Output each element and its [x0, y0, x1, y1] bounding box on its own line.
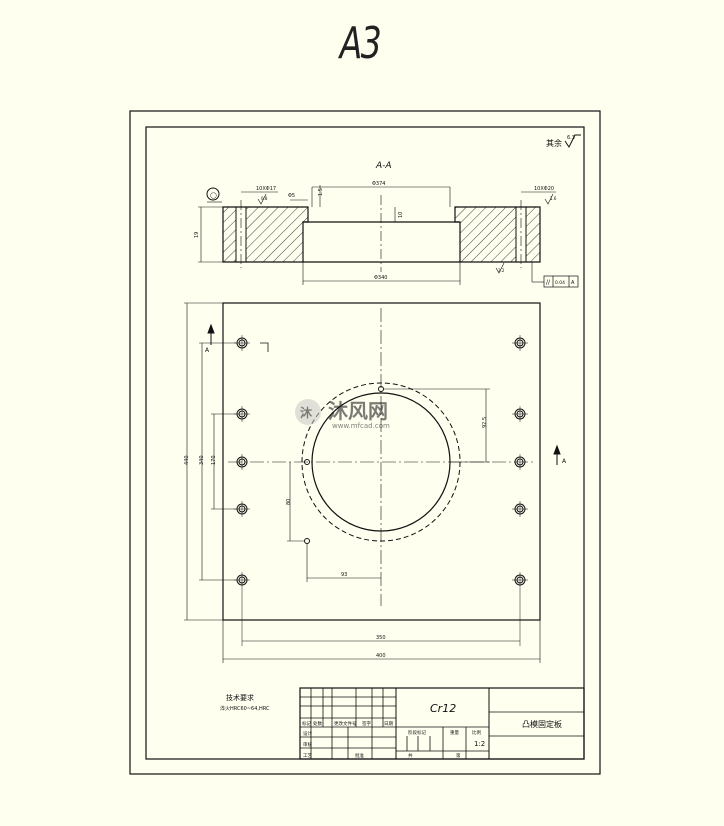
dim-step: 10 — [398, 212, 404, 218]
small-hole-top — [378, 386, 384, 392]
dim-small-top: 1.5 — [318, 188, 324, 196]
tolerance-frame — [543, 275, 579, 288]
plan-outline — [222, 302, 541, 621]
section-right-body — [460, 207, 540, 262]
flatness-symbol — [206, 187, 220, 201]
hole-callout-left: 10XΦ17 — [256, 186, 276, 192]
tb-mark: 标记 — [302, 720, 311, 727]
dim-overall-width: 400 — [376, 653, 386, 659]
hole-callout-right: 10XΦ20 — [534, 186, 554, 192]
section-mark-right: A — [562, 458, 567, 465]
roughness-left — [257, 193, 267, 205]
roughness-right — [544, 193, 554, 205]
tb-date: 日期 — [384, 721, 393, 727]
tb-design: 设计 — [303, 730, 312, 737]
tb-stage: 阶段标记 — [408, 729, 426, 736]
svg-text:1.6: 1.6 — [550, 196, 557, 201]
tech-requirements-title: 技术要求 — [226, 693, 254, 702]
section-title: A-A — [375, 161, 392, 171]
paper-size-label: A3 — [339, 18, 382, 69]
svg-text://: // — [546, 279, 551, 286]
roughness-symbol-note — [564, 134, 581, 148]
tb-scale-label: 比例 — [472, 729, 481, 736]
parallel-tol: 0.04 — [555, 280, 565, 286]
dim-small-offset-h: 93 — [341, 572, 347, 578]
tech-requirements-line: 淬火HRC60~64,HRC — [220, 705, 270, 712]
section-mark-left: A — [205, 347, 210, 354]
svg-text:0.8: 0.8 — [261, 196, 268, 201]
roughness-bottom — [495, 262, 505, 274]
tb-material: Cr12 — [430, 702, 456, 715]
tb-approve: 批准 — [355, 752, 364, 759]
watermark: 沐 沐风网 www.mfcad.com — [295, 399, 390, 430]
dim-inner-height-2: 170 — [211, 455, 217, 465]
tb-count: 处数 — [313, 720, 322, 727]
section-left-body — [223, 207, 303, 262]
surface-note: 其余 — [546, 138, 562, 148]
tb-weight: 重量 — [450, 729, 459, 736]
title-block — [299, 687, 585, 760]
tb-check: 审核 — [303, 741, 312, 748]
tb-scale: 1:2 — [474, 740, 485, 748]
dim-small-left: Φ5 — [288, 193, 295, 199]
svg-text:◯: ◯ — [210, 192, 217, 199]
tb-sheet-of: 第 — [456, 752, 461, 759]
dim-bore-diameter: Φ340 — [374, 275, 387, 281]
dim-overall-height: 440 — [184, 455, 190, 465]
small-hole-lower — [304, 538, 310, 544]
watermark-cn: 沐风网 — [328, 399, 388, 423]
tb-change-file: 更改文件号 — [334, 720, 357, 727]
tb-sheet: 共 — [408, 752, 413, 759]
small-hole-left — [304, 459, 310, 465]
tb-process: 工艺 — [303, 753, 312, 759]
dim-small-offset-v: 80 — [286, 499, 292, 505]
svg-text:3.2: 3.2 — [498, 268, 505, 273]
svg-text:沐: 沐 — [300, 405, 313, 420]
outer-border — [129, 110, 601, 775]
dim-inner-width: 350 — [376, 635, 386, 641]
tb-part-name: 凸模固定板 — [522, 719, 562, 729]
datum-ref: A — [571, 280, 575, 286]
watermark-url: www.mfcad.com — [332, 422, 390, 430]
dim-radius-offset: 92.5 — [482, 417, 488, 428]
tb-sign: 签字 — [362, 720, 371, 727]
dim-outer-diameter: Φ374 — [372, 181, 385, 187]
roughness-note-value: 6.3 — [567, 135, 575, 141]
dim-inner-height-1: 340 — [199, 455, 205, 465]
dim-height: 19 — [194, 232, 200, 238]
